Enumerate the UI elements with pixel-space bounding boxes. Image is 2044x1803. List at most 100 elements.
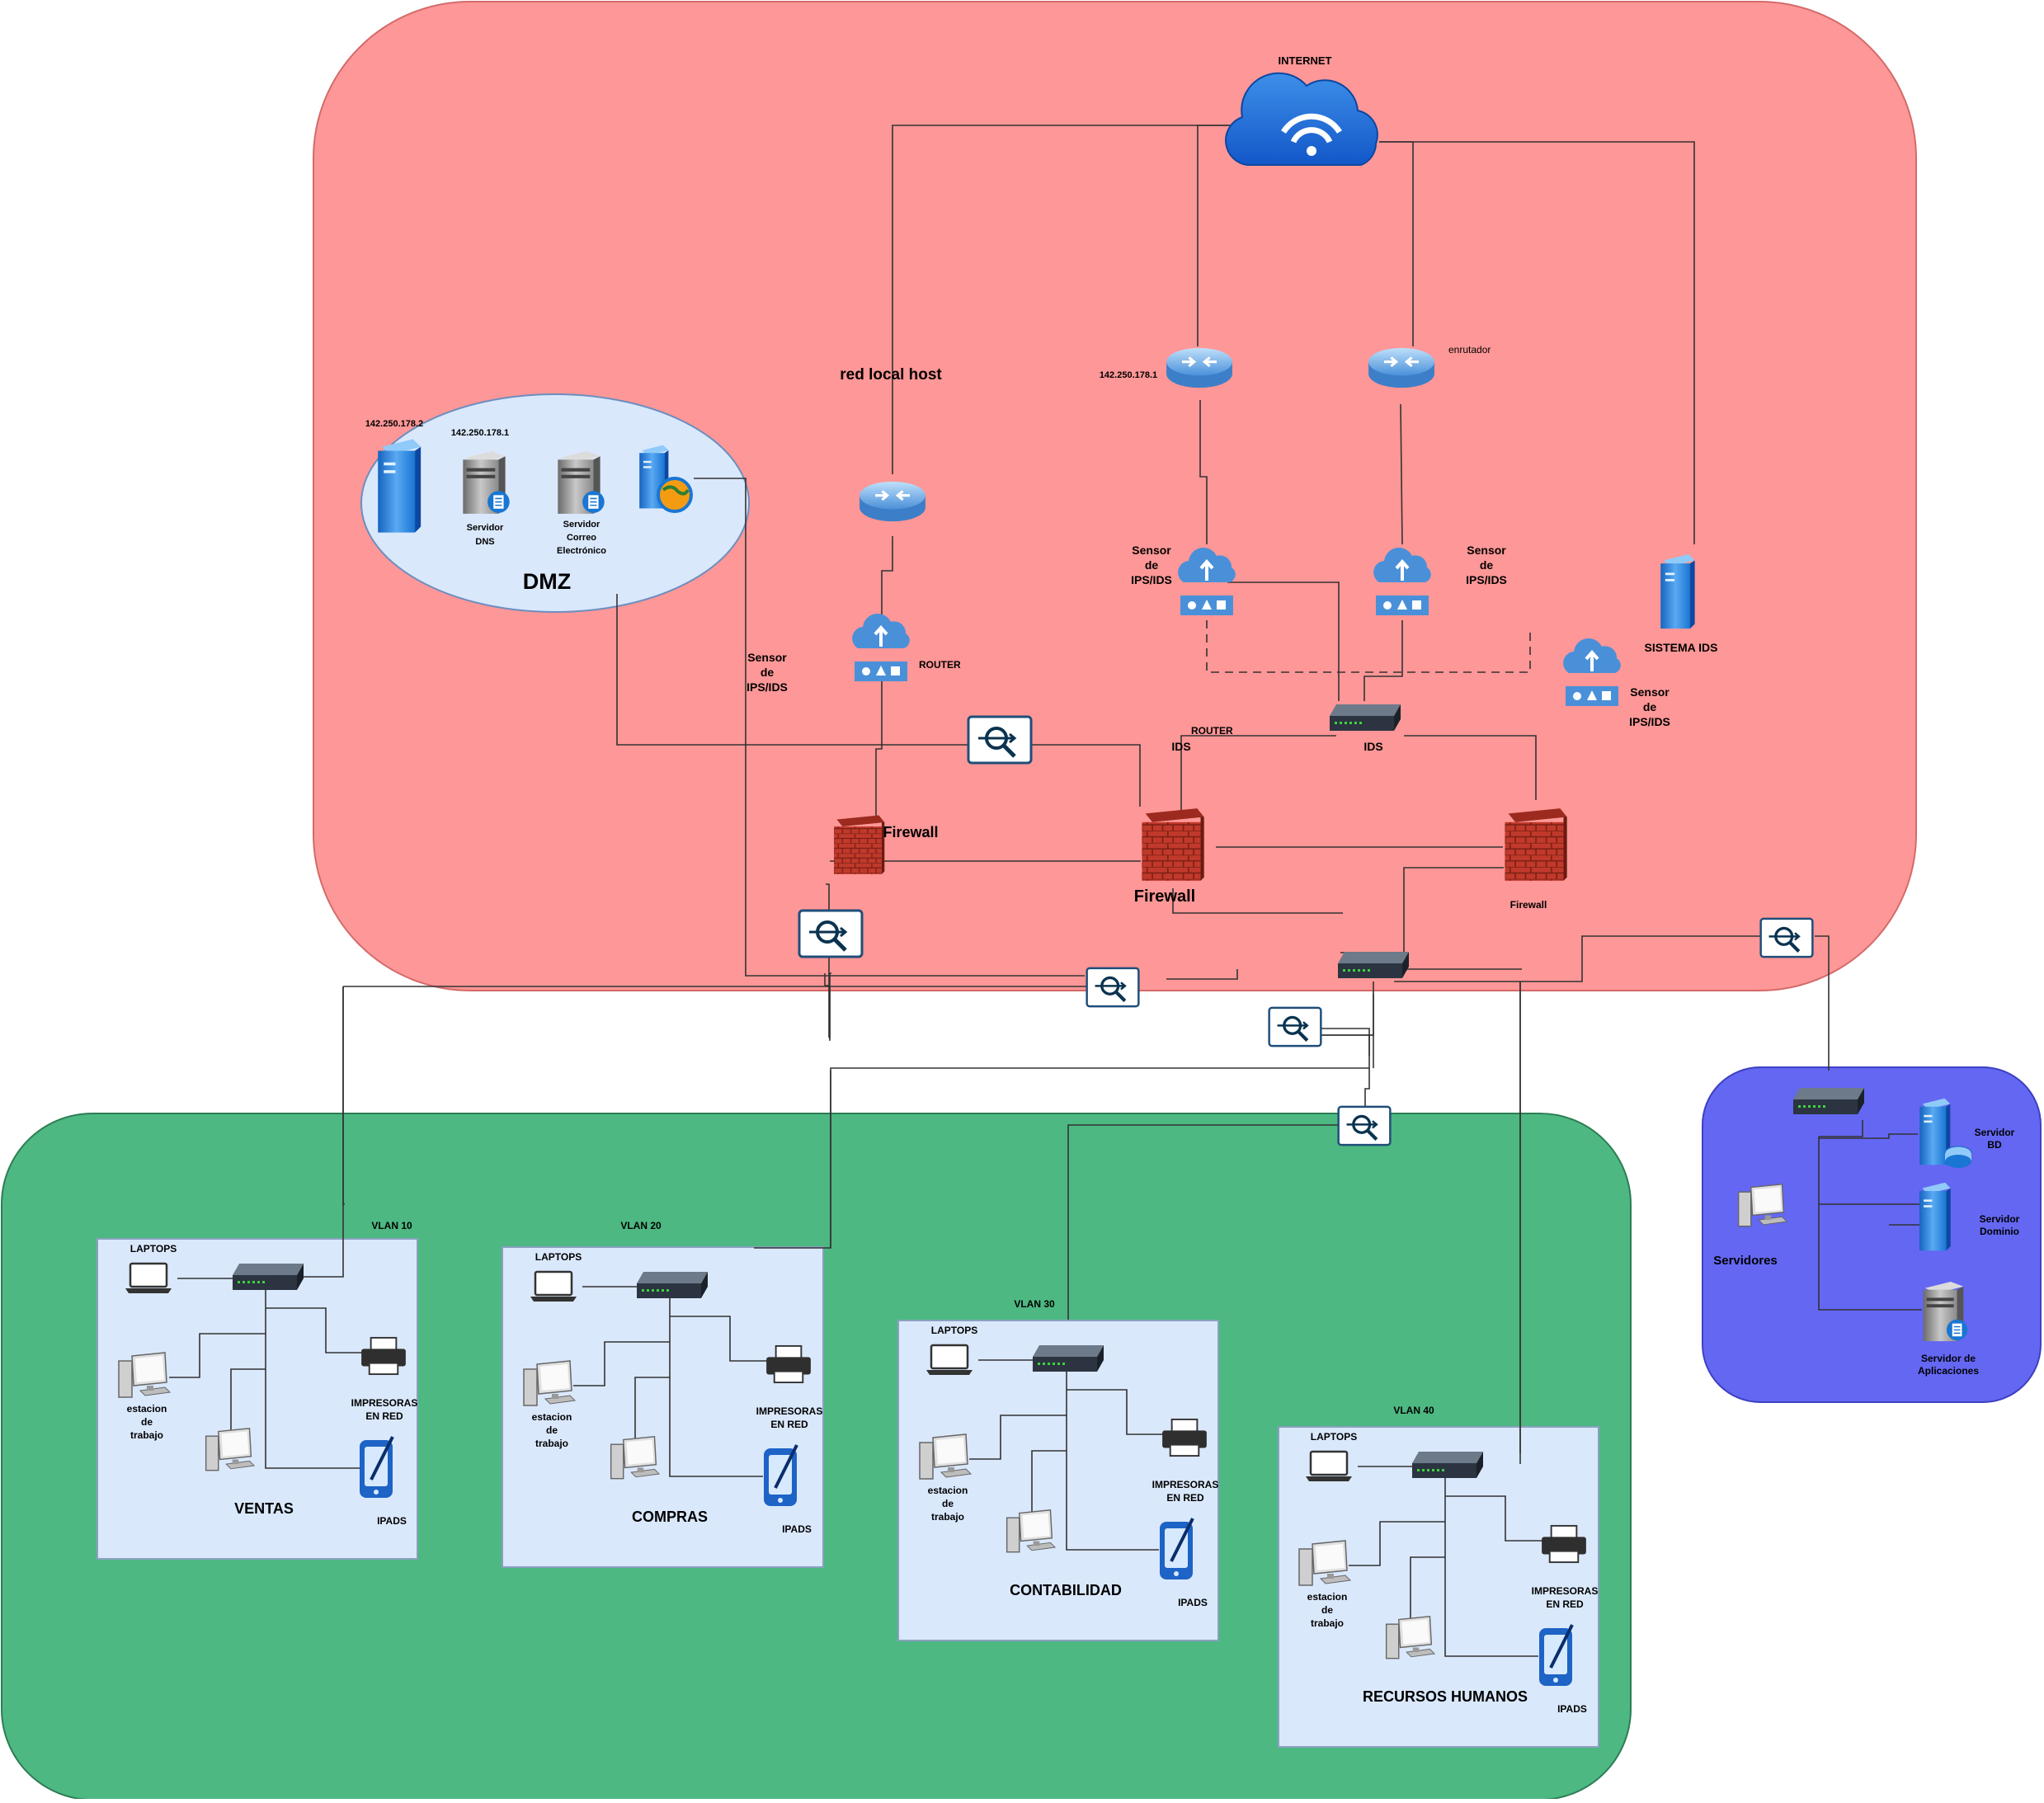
vlan-tag: VLAN 10 xyxy=(371,1220,412,1231)
laptop-icon xyxy=(925,1344,974,1377)
web-server-icon xyxy=(639,445,693,513)
sensor-label-4b: de xyxy=(1643,700,1657,713)
application-server-icon xyxy=(1922,1281,1969,1342)
connection-lines xyxy=(301,125,1830,1464)
estacion-label: de xyxy=(1321,1604,1333,1616)
switch-icon xyxy=(1412,1452,1483,1478)
servidores-label: Servidores xyxy=(1713,1254,1778,1268)
domain-server-label-2: Dominio xyxy=(1980,1226,2019,1237)
vlan-tag: VLAN 40 xyxy=(1393,1405,1434,1416)
sensor-label-1b: de xyxy=(761,666,775,679)
dns-server-label-2: DNS xyxy=(475,537,494,547)
laptops-label: LAPTOPS xyxy=(535,1251,582,1263)
vlan-10-labels: VLAN 10 LAPTOPS estacion de trabajo IMPR… xyxy=(127,1220,418,1527)
dmz-ip-label-2: 142.250.178.1 xyxy=(451,428,509,438)
ipad-icon xyxy=(360,1437,393,1498)
ids-system-server-icon xyxy=(1660,553,1695,629)
laptop-icon xyxy=(529,1270,578,1303)
database-server-icon xyxy=(1919,1098,1972,1168)
enrutador-label: enrutador xyxy=(1448,344,1491,355)
estacion-label: estacion xyxy=(928,1485,968,1496)
sensor-label-1a: Sensor xyxy=(747,651,787,664)
vlan-40-labels: VLAN 40 LAPTOPS estacion de trabajo IMPR… xyxy=(1307,1405,1599,1715)
ipads-label: IPADS xyxy=(377,1515,407,1527)
sensor-label-3a: Sensor xyxy=(1467,544,1506,557)
sensor-label-2b: de xyxy=(1145,558,1159,572)
estacion-label: estacion xyxy=(127,1403,167,1415)
switch-icon xyxy=(1793,1088,1864,1114)
dns-server-label-1: Servidor xyxy=(467,523,504,533)
internet-label: INTERNET xyxy=(1279,54,1332,67)
sensor-label-3b: de xyxy=(1480,558,1494,572)
switch-icon xyxy=(637,1272,708,1298)
app-server-label-1: Servidor de xyxy=(1921,1353,1976,1364)
ipads-label: IPADS xyxy=(782,1523,812,1535)
vlan-links xyxy=(169,1120,1934,1657)
vlan-tag: VLAN 30 xyxy=(1014,1298,1055,1310)
db-server-label-1: Servidor xyxy=(1975,1127,2015,1138)
internet-cloud-icon xyxy=(1225,72,1378,166)
switch-icon xyxy=(1330,704,1401,731)
laptops-label: LAPTOPS xyxy=(130,1243,177,1255)
mail-server-label-3: Electrónico xyxy=(557,546,606,556)
switch-icon xyxy=(1338,952,1409,978)
router-ip-label: 142.250.178.1 xyxy=(1100,370,1157,380)
vlan-name: RECURSOS HUMANOS xyxy=(1363,1688,1528,1705)
vlan-tag: VLAN 20 xyxy=(620,1220,662,1231)
red-local-host-label: red local host xyxy=(840,366,942,384)
printer-label: IMPRESORAS xyxy=(1532,1585,1599,1597)
laptop-icon xyxy=(1304,1450,1354,1483)
ipad-icon xyxy=(1539,1625,1572,1686)
printer-label: IMPRESORAS xyxy=(756,1405,823,1417)
sensor-label-2c: IPS/IDS xyxy=(1131,573,1172,586)
laptops-label: LAPTOPS xyxy=(1311,1431,1357,1443)
dmz-ip-label-1: 142.250.178.2 xyxy=(365,419,423,429)
laptop-icon xyxy=(124,1262,173,1295)
router-small-label: ROUTER xyxy=(919,659,961,671)
router-icon xyxy=(1165,346,1234,389)
vlan-name: COMPRAS xyxy=(632,1509,708,1525)
switch-icon xyxy=(233,1264,304,1290)
traffic-analyzer-icon xyxy=(968,717,1031,763)
ids-label-1: IDS xyxy=(1171,740,1190,753)
vlan-20-labels: VLAN 20 LAPTOPS estacion de trabajo IMPR… xyxy=(532,1220,823,1535)
sensor-label-2a: Sensor xyxy=(1132,544,1171,557)
switch-icon xyxy=(1033,1345,1104,1372)
sensor-label-4c: IPS/IDS xyxy=(1629,715,1670,728)
ipads-label: IPADS xyxy=(1557,1703,1587,1715)
ids-label-2: IDS xyxy=(1363,740,1382,753)
estacion-label: de xyxy=(546,1424,558,1436)
estacion-label: estacion xyxy=(532,1411,572,1423)
dmz-title: DMZ xyxy=(523,569,571,594)
estacion-label: trabajo xyxy=(931,1511,964,1523)
printer-label: EN RED xyxy=(1546,1598,1584,1610)
printer-label: IMPRESORAS xyxy=(1152,1479,1219,1490)
mail-server-label-2: Correo xyxy=(567,533,596,543)
domain-server-icon xyxy=(1919,1182,1951,1251)
sistema-ids-label: SISTEMA IDS xyxy=(1645,641,1718,654)
printer-label: EN RED xyxy=(1166,1492,1204,1504)
traffic-analyzer-icon xyxy=(799,911,862,957)
estacion-label: de xyxy=(141,1416,153,1428)
router-icon xyxy=(858,480,927,523)
estacion-label: trabajo xyxy=(1311,1617,1344,1629)
traffic-analyzer-icon xyxy=(1761,919,1813,957)
printer-label: IMPRESORAS xyxy=(351,1397,418,1409)
ipads-label: IPADS xyxy=(1178,1597,1208,1608)
printer-label: EN RED xyxy=(365,1410,403,1422)
laptops-label: LAPTOPS xyxy=(931,1325,977,1336)
vlan-name: VENTAS xyxy=(234,1500,294,1517)
domain-server-label-1: Servidor xyxy=(1980,1213,2020,1225)
mail-server-label-1: Servidor xyxy=(563,520,600,530)
dns-server-icon xyxy=(462,450,511,515)
estacion-label: trabajo xyxy=(130,1429,163,1441)
printer-label: EN RED xyxy=(770,1419,808,1430)
mail-server-icon xyxy=(557,450,605,515)
server-icon xyxy=(378,439,422,533)
sensor-label-3c: IPS/IDS xyxy=(1466,573,1507,586)
db-server-label-2: BD xyxy=(1987,1139,2002,1151)
ipad-icon xyxy=(764,1445,797,1506)
estacion-label: estacion xyxy=(1307,1591,1348,1603)
traffic-analyzer-icon xyxy=(1339,1107,1391,1145)
